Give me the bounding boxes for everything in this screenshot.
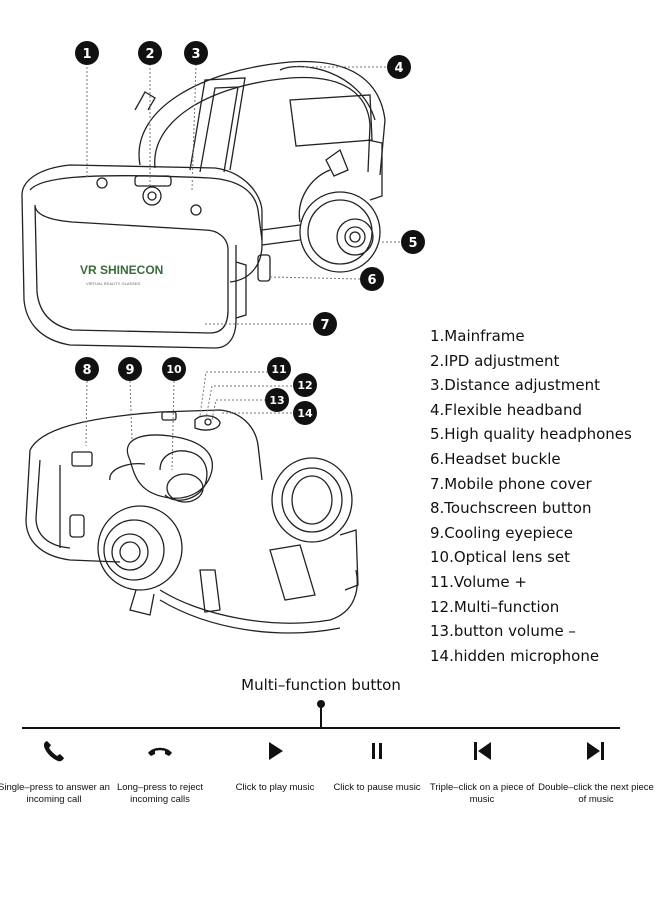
callout-3: 3 (184, 41, 208, 65)
callout-6: 6 (360, 267, 384, 291)
multifunction-stem (320, 705, 322, 727)
legend-item: 12.Multi–function (430, 597, 560, 616)
svg-text:3: 3 (191, 47, 200, 62)
svg-text:5: 5 (408, 236, 417, 251)
callout-8: 8 (75, 357, 99, 381)
callout-2: 2 (138, 41, 162, 65)
vr-headset-diagram: VR SHINECON VIRTUAL REALITY GLASSES (21, 41, 425, 634)
legend-item: 9.Cooling eyepiece (430, 523, 573, 542)
svg-text:12: 12 (297, 379, 312, 392)
callout-14: 14 (293, 401, 317, 425)
parts-legend: 1.Mainframe 2.IPD adjustment 3.Distance … (430, 324, 632, 668)
callout-4: 4 (387, 55, 411, 79)
legend-item: 1.Mainframe (430, 327, 525, 345)
callout-7: 7 (313, 312, 337, 336)
phone-answer-icon (43, 741, 64, 762)
brand-logo: VR SHINECON (80, 263, 163, 277)
next-track-icon (587, 742, 604, 760)
function-reject-call: Long–press to reject incoming calls (100, 738, 220, 805)
multifunction-timeline (22, 727, 620, 729)
headset-front-illustration (21, 60, 386, 349)
svg-text:10: 10 (166, 363, 182, 376)
function-next-track: Double–click the next piece of music (536, 738, 656, 805)
multifunction-marker (317, 700, 325, 708)
previous-track-icon (474, 742, 491, 760)
function-description: Click to play music (235, 782, 315, 793)
svg-text:1: 1 (82, 47, 91, 62)
svg-text:8: 8 (82, 363, 91, 378)
brand-logo-subtitle: VIRTUAL REALITY GLASSES (86, 281, 141, 286)
function-description: Single–press to answer an incoming call (0, 782, 110, 805)
callout-leader-lines (85, 63, 402, 471)
legend-item: 5.High quality headphones (430, 425, 632, 444)
svg-text:14: 14 (297, 407, 313, 420)
callout-1: 1 (75, 41, 99, 65)
legend-item: 3.Distance adjustment (430, 376, 600, 395)
function-description: Long–press to reject incoming calls (116, 782, 204, 805)
legend-item: 14.hidden microphone (430, 646, 600, 665)
function-play-music: Click to play music (215, 738, 335, 794)
function-pause-music: Click to pause music (317, 738, 437, 794)
svg-text:13: 13 (269, 394, 284, 407)
callout-9: 9 (118, 357, 142, 381)
function-previous-track: Triple–click on a piece of music (422, 738, 542, 805)
phone-hangup-icon (148, 747, 172, 756)
legend-item: 10.Optical lens set (430, 548, 571, 567)
play-icon (269, 742, 283, 760)
svg-text:2: 2 (145, 47, 154, 62)
legend-item: 13.button volume – (430, 622, 576, 641)
legend-item: 4.Flexible headband (430, 400, 582, 419)
svg-text:7: 7 (320, 318, 329, 333)
pause-icon (372, 743, 382, 759)
multifunction-title: Multi–function button (241, 676, 401, 694)
function-description: Triple–click on a piece of music (429, 782, 535, 805)
callout-12: 12 (293, 373, 317, 397)
legend-item: 7.Mobile phone cover (430, 474, 592, 493)
function-answer-call: Single–press to answer an incoming call (0, 738, 114, 805)
headset-rear-illustration (25, 409, 359, 634)
svg-text:6: 6 (367, 273, 376, 288)
legend-item: 8.Touchscreen button (430, 499, 592, 518)
legend-item: 2.IPD adjustment (430, 351, 560, 370)
function-description: Double–click the next piece of music (538, 782, 654, 805)
callout-10: 10 (162, 357, 186, 381)
callout-5: 5 (401, 230, 425, 254)
legend-item: 6.Headset buckle (430, 449, 561, 468)
callout-11: 11 (267, 357, 291, 381)
function-description: Click to pause music (333, 782, 421, 793)
svg-text:4: 4 (394, 61, 403, 76)
legend-item: 11.Volume + (430, 572, 527, 591)
svg-text:9: 9 (125, 363, 134, 378)
callout-13: 13 (265, 388, 289, 412)
svg-text:11: 11 (271, 363, 286, 376)
